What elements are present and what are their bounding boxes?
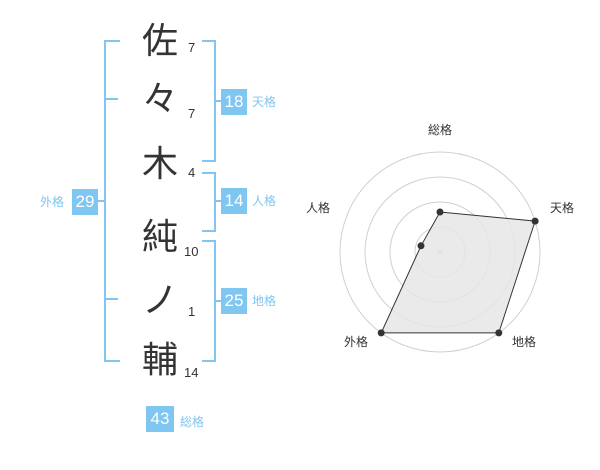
outer-bracket-mid-tick <box>104 298 118 300</box>
name-char-2: 々 <box>141 79 178 120</box>
tenkaku-value-badge: 18 <box>221 89 247 115</box>
radar-grid-ring <box>339 151 541 353</box>
radar-point-tenkaku <box>531 217 539 225</box>
soukaku-value-badge: 43 <box>146 406 174 432</box>
name-char-4: 純 <box>141 217 178 258</box>
chikaku-value-badge: 25 <box>221 288 247 314</box>
radar-label-gaikaku: 外格 <box>344 334 368 349</box>
soukaku-label: 総格 <box>180 415 205 429</box>
jinkaku-connector <box>214 200 222 202</box>
gaikaku-label: 外格 <box>40 195 65 209</box>
outer-bracket-connector <box>96 200 104 202</box>
name-char-3: 木 <box>141 144 178 185</box>
name-char-5: ノ <box>141 280 178 321</box>
name-char-1: 佐 <box>141 21 178 62</box>
radar-chart: 総格 天格 地格 外格 人格 <box>306 122 574 353</box>
jinkaku-value-badge: 14 <box>221 188 247 214</box>
stroke-count-6: 14 <box>184 365 199 380</box>
radar-label-soukaku: 総格 <box>428 122 452 137</box>
jinkaku-bracket <box>202 172 216 232</box>
stroke-count-5: 1 <box>188 304 196 319</box>
jinkaku-label: 人格 <box>252 194 277 208</box>
radar-point-jinkaku <box>417 242 425 250</box>
stroke-count-1: 7 <box>188 40 196 55</box>
radar-point-gaikaku <box>377 329 385 337</box>
stroke-count-2: 7 <box>188 106 196 121</box>
chikaku-connector <box>214 300 222 302</box>
stroke-count-3: 4 <box>188 165 196 180</box>
chikaku-label: 地格 <box>252 294 277 308</box>
radar-area <box>380 211 536 334</box>
radar-point-soukaku <box>436 208 444 216</box>
tenkaku-connector <box>214 100 222 102</box>
gaikaku-value-badge: 29 <box>72 189 98 215</box>
radar-label-chikaku: 地格 <box>512 334 536 349</box>
tenkaku-label: 天格 <box>252 95 277 109</box>
radar-point-chikaku <box>495 329 503 337</box>
stroke-count-4: 10 <box>184 244 199 259</box>
outer-bracket <box>104 40 120 362</box>
outer-bracket-mid-tick <box>104 98 118 100</box>
name-char-6: 輔 <box>141 340 178 381</box>
radar-label-tenkaku: 天格 <box>550 200 574 215</box>
radar-label-jinkaku: 人格 <box>306 200 330 215</box>
